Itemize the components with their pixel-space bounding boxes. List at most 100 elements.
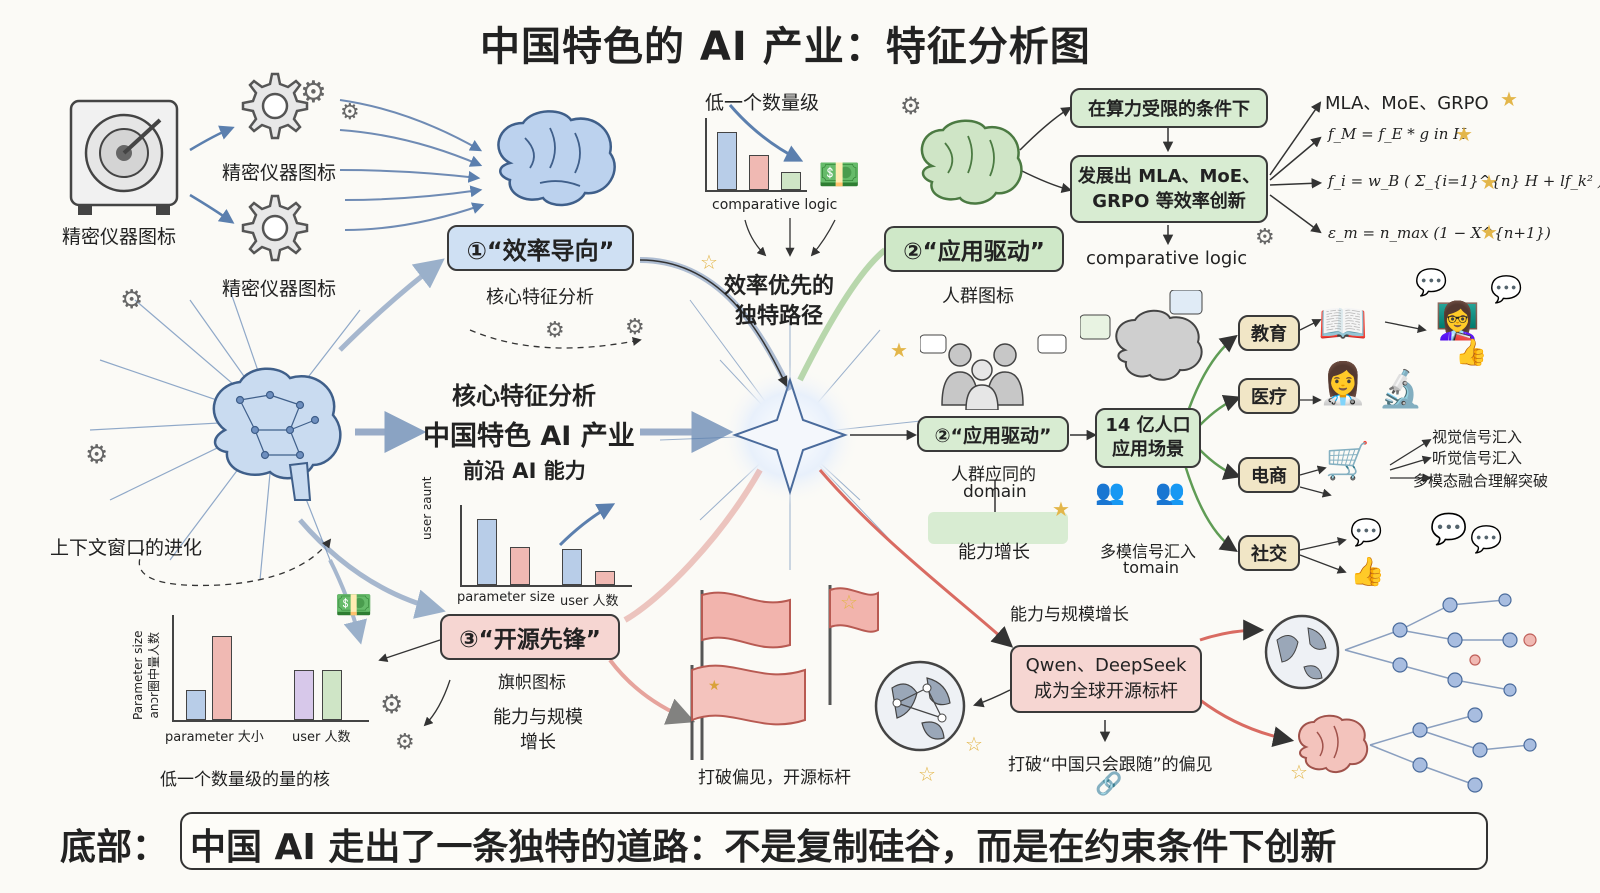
brain-icon xyxy=(1080,290,1203,381)
scene-ecommerce: 电商 xyxy=(1238,457,1300,493)
gear-icon: ⚙ xyxy=(545,318,565,343)
bottom-prefix: 底部： xyxy=(60,827,169,868)
star-icon: ★ xyxy=(1052,497,1070,521)
star-icon: ★ xyxy=(1480,170,1498,194)
chart-bar xyxy=(294,670,314,720)
qwen-deepseek-box: Qwen、DeepSeek 成为全球开源标杆 xyxy=(1010,645,1202,713)
book-icon: 📖 xyxy=(1318,301,1368,347)
doctor-icon: 👩‍⚕️ xyxy=(1318,361,1368,407)
top-chart-label: 低一个数量级 xyxy=(705,92,820,114)
chart-bar xyxy=(781,172,801,190)
population-caption-2: tomain xyxy=(1123,558,1180,577)
scene-education: 教育 xyxy=(1238,315,1300,351)
star-icon: ☆ xyxy=(918,762,936,786)
app-driven-top-caption: 人群图标 xyxy=(942,286,1014,307)
small-chart xyxy=(460,505,632,587)
path-line-1: 效率优先的 xyxy=(724,274,835,299)
chart-bar xyxy=(212,636,232,720)
globe-icon xyxy=(1264,614,1340,690)
compute-limited-box: 在算力受限的条件下 xyxy=(1070,88,1268,128)
formula-2: f_i = w_B ( Σ_{i=1}^{n} H + lf_k² ) xyxy=(1328,172,1600,190)
qwen-top-label: 能力与规模增长 xyxy=(1010,605,1129,625)
chart-bar xyxy=(322,670,342,720)
chat-bubble-icon: 💬 xyxy=(1470,525,1503,555)
flag-icon: ★ xyxy=(690,585,879,760)
money-icon: 💵 xyxy=(818,155,861,195)
star-icon: ☆ xyxy=(700,250,718,274)
context-window-label: 上下文窗口的进化 xyxy=(50,537,203,559)
formula-1: f_M = f_E * g in H xyxy=(1328,125,1467,143)
thumbs-up-icon: 👍 xyxy=(1350,555,1385,588)
population-caption-1: 多模信号汇入 xyxy=(1100,542,1197,561)
core-line-3: 前沿 AI 能力 xyxy=(463,459,586,483)
chat-bubble-icon: 💬 xyxy=(1430,512,1468,547)
scene-social: 社交 xyxy=(1238,535,1300,571)
top-chart xyxy=(705,118,807,192)
path-line-2: 独特路径 xyxy=(735,304,824,329)
app-driven-mid-caption-1: 人群应同的 xyxy=(951,465,1036,485)
instrument-icon xyxy=(69,99,179,215)
bottom-message-box xyxy=(180,812,1488,870)
gear-icon: ⚙ xyxy=(300,75,327,110)
chat-bubble-icon: 💬 xyxy=(1350,518,1383,548)
chart-bar xyxy=(477,519,497,585)
instrument-label-1: 精密仪器图标 xyxy=(62,226,177,248)
app-driven-mid-caption-2: domain xyxy=(963,482,1027,502)
chart-bar xyxy=(749,155,769,190)
people-icon: 👥 xyxy=(1155,478,1185,506)
compute-caption: comparative logic xyxy=(1086,248,1248,269)
brain-icon xyxy=(497,110,616,207)
network-graph xyxy=(1344,599,1531,786)
top-chart-caption: comparative logic xyxy=(712,197,838,213)
gear-icon: ⚙ xyxy=(380,690,404,720)
instrument-label-3: 精密仪器图标 xyxy=(222,278,337,300)
star-icon: ☆ xyxy=(1290,760,1308,784)
brain-icon xyxy=(920,119,1023,205)
gear-icon: ⚙ xyxy=(85,440,109,470)
gear-icon: ⚙ xyxy=(625,315,645,340)
population-scenario-box: 14 亿人口 应用场景 xyxy=(1095,408,1201,468)
gear-icon xyxy=(241,194,309,262)
open-source-pioneer-box: ③“开源先锋” xyxy=(440,614,620,660)
efficiency-orientation-box: ①“效率导向” xyxy=(447,225,634,271)
open-source-caption: 旗帜图标 xyxy=(498,673,566,693)
brain-icon xyxy=(212,367,342,501)
app-driven-growth: 能力增长 xyxy=(958,542,1030,563)
chat-bubble-icon: 💬 xyxy=(1415,268,1448,298)
application-driven-box-top: ②“应用驱动” xyxy=(884,226,1064,272)
people-icon: 👥 xyxy=(1095,478,1125,506)
chart-bar xyxy=(595,571,615,585)
star-icon: ★ xyxy=(1455,122,1473,146)
star-icon: ☆ xyxy=(965,732,983,756)
page-title: 中国特色的 AI 产业：特征分析图 xyxy=(480,24,1091,70)
microscope-icon: 🔬 xyxy=(1378,369,1423,410)
flags-caption: 打破偏见，开源标杆 xyxy=(698,768,851,788)
star-icon: ☆ xyxy=(840,590,858,614)
gear-icon: ⚙ xyxy=(395,730,415,755)
small-chart-xlabel-1: parameter size xyxy=(457,590,555,605)
efficiency-innovation-box: 发展出 MLA、MoE、 GRPO 等效率创新 xyxy=(1070,155,1268,223)
left-chart-xlabel-1: parameter 大小 xyxy=(165,730,264,745)
open-source-growth: 能力与规模 增长 xyxy=(493,707,583,753)
left-chart-caption: 低一个数量级的量的核 xyxy=(160,770,330,790)
core-line-1: 核心特征分析 xyxy=(452,382,596,410)
chart-bar xyxy=(510,547,530,585)
brain-icon xyxy=(1298,714,1369,774)
core-line-2: 中国特色 AI 产业 xyxy=(423,421,635,452)
chart-bar xyxy=(186,690,206,720)
gear-icon: ⚙ xyxy=(900,92,922,120)
left-chart-xlabel-2: user 人数 xyxy=(292,730,351,745)
innovation-list: MLA、MoE、GRPO xyxy=(1325,93,1489,114)
chart-bar xyxy=(717,132,737,190)
instrument-label-2: 精密仪器图标 xyxy=(222,162,337,184)
bottom-message: 中国 AI 走出了一条独特的道路：不是复制硅谷，而是在约束条件下创新 xyxy=(190,827,1337,868)
left-chart-ylabel: Parameter size anɔr圈中量人数 xyxy=(131,630,161,720)
gear-icon xyxy=(241,72,309,140)
chat-bubble-icon: 💬 xyxy=(1490,275,1523,305)
application-driven-box-mid: ②“应用驱动” xyxy=(917,416,1069,452)
cart-icon: 🛒 xyxy=(1325,441,1370,482)
scene-medical: 医疗 xyxy=(1238,378,1300,414)
efficiency-caption: 核心特征分析 xyxy=(486,287,594,308)
star-icon: ★ xyxy=(890,338,908,362)
